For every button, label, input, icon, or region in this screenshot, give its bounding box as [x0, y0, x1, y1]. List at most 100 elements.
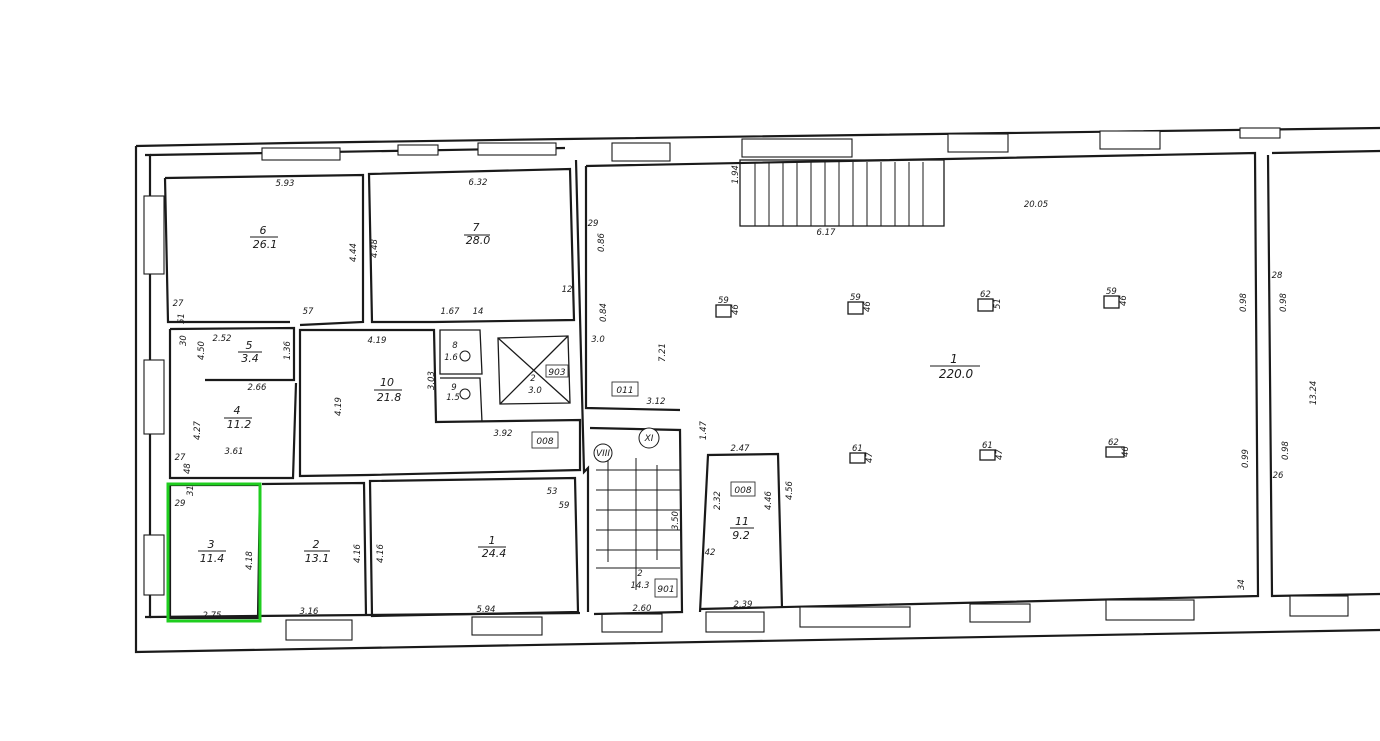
column-3: [977, 298, 994, 312]
room-hall-number: 1: [950, 352, 958, 366]
column-label-a: 61: [982, 441, 993, 451]
column-2: [847, 301, 864, 315]
room-2-dim-bottom: 3.16: [300, 607, 320, 617]
room-3-highlight[interactable]: [166, 482, 262, 623]
room-2-number: 2: [313, 538, 320, 551]
column-label-b: 46: [1119, 295, 1129, 306]
room-1[interactable]: 1 24.4 4.16 5.94: [376, 534, 506, 615]
dim-0-86: 0.86: [597, 232, 607, 252]
room-lift[interactable]: 2 3.0: [528, 374, 542, 396]
room-hall-area: 220.0: [939, 367, 974, 381]
windows: [143, 127, 1349, 641]
interior-walls: [163, 159, 784, 620]
tag-011: 011: [616, 386, 633, 396]
room-4-area: 11.2: [227, 418, 252, 431]
room-4-number: 4: [234, 404, 241, 417]
room-3-number: 3: [208, 538, 215, 551]
column-label-a: 59: [850, 293, 861, 303]
room-stair-dim-bottom: 2.60: [633, 604, 652, 614]
room-7-dim-side: 4.48: [370, 238, 380, 258]
room-2-dim-side: 4.16: [353, 543, 363, 563]
outer-walls: [134, 126, 1380, 654]
room-10[interactable]: 10 21.8 4.19 4.19 3.92: [334, 336, 512, 439]
room-4-dim-top: 2.66: [248, 383, 268, 393]
room-1-dim-bottom: 5.94: [477, 605, 496, 615]
dim-3-12: 3.12: [647, 397, 666, 407]
room-11-dim-side2: 4.46: [764, 490, 774, 510]
column-5: [849, 452, 866, 464]
dim-34: 34: [1237, 579, 1247, 590]
room-1-area: 24.4: [482, 547, 507, 560]
column-label-b: 46: [731, 304, 741, 315]
room-11-number: 11: [735, 515, 749, 528]
room-10-dim-bottom: 3.92: [494, 429, 513, 439]
room-5-dim-top: 2.52: [213, 334, 232, 344]
dim-29-b: 29: [588, 219, 599, 229]
columns: [715, 295, 1125, 464]
dim-48: 48: [183, 463, 193, 474]
room-5-dim-side: 1.36: [283, 340, 293, 360]
room-4[interactable]: 4 11.2 2.66 4.27 3.61: [193, 383, 267, 457]
dim-0-98-c: 0.98: [1281, 440, 1291, 460]
dimensions: 7.21 3.12 1.47 4.56 1.94 0.98 0.98 0.99 …: [173, 165, 1291, 590]
room-6-dim-side: 4.44: [349, 243, 359, 262]
stair-upper-treads: [754, 162, 924, 226]
room-hall[interactable]: 1 220.0 20.05 6.17 13.24: [817, 200, 1319, 405]
dim-1-94: 1.94: [731, 165, 741, 184]
dim-27-b: 27: [175, 453, 186, 463]
room-stair[interactable]: 2 14.3 2.60: [631, 569, 652, 614]
room-10-area: 21.8: [377, 391, 402, 404]
room-hall-dim-top: 20.05: [1024, 200, 1048, 210]
room-3-area: 11.4: [200, 552, 225, 565]
room-11-dim-top: 2.47: [731, 444, 751, 454]
room-2[interactable]: 2 13.1 4.16 3.16: [300, 538, 363, 617]
room-8-area: 1.6: [444, 353, 458, 363]
column-label-b: 47: [995, 449, 1005, 460]
room-5[interactable]: 5 3.4 2.52 1.36: [213, 334, 293, 365]
column-label-a: 62: [1108, 438, 1119, 448]
room-11-area: 9.2: [732, 529, 750, 542]
room-10-number: 10: [380, 376, 394, 389]
dim-0-98-a: 0.98: [1239, 292, 1249, 312]
dim-12: 12: [562, 285, 573, 295]
column-label-b: 46: [863, 301, 873, 312]
room-7-dim-top: 6.32: [469, 178, 488, 188]
room-11[interactable]: 11 9.2 2.32 4.46 2.47 2.39: [713, 444, 774, 610]
column-label-a: 62: [980, 290, 991, 300]
room-7-area: 28.0: [466, 234, 491, 247]
room-3[interactable]: 3 11.4 4.18 2.75: [198, 538, 255, 621]
room-6[interactable]: 6 26.1 5.93 4.44: [250, 179, 359, 262]
room-7[interactable]: 7 28.0 6.32 4.48: [370, 178, 490, 258]
room-3-dim-bottom: 2.75: [203, 611, 222, 621]
tags: 011 008 008 903 901 VIII XI: [536, 368, 751, 595]
room-8[interactable]: 8 1.6: [444, 341, 471, 363]
room-10-dim-side: 4.19: [334, 397, 344, 416]
room-7-number: 7: [473, 221, 480, 234]
dim-30: 30: [179, 335, 189, 346]
dim-0-99: 0.99: [1241, 449, 1251, 468]
room-lift-number: 2: [530, 374, 535, 384]
dim-57: 57: [303, 307, 314, 317]
dim-7-21: 7.21: [658, 343, 668, 362]
tag-boxes: [531, 364, 756, 598]
room-9[interactable]: 9 1.5: [446, 383, 471, 403]
dim-31: 31: [186, 485, 196, 496]
dim-4-56: 4.56: [785, 480, 795, 500]
room-hall-dim-side: 13.24: [1309, 381, 1319, 405]
room-11-dim-side: 2.32: [713, 491, 723, 510]
dim-51: 51: [177, 313, 187, 324]
dim-27-a: 27: [173, 299, 184, 309]
room-10-dim-top: 4.19: [368, 336, 387, 346]
column-1: [715, 304, 732, 318]
tag-008-b: 008: [734, 486, 751, 496]
room-stair-number: 2: [637, 569, 642, 579]
dim-0-98-b: 0.98: [1279, 292, 1289, 312]
column-7: [1105, 446, 1125, 458]
room-4-dim-bottom: 3.61: [225, 447, 244, 457]
stair-upper: [739, 159, 945, 227]
room-stair-area: 14.3: [631, 581, 650, 591]
dim-53: 53: [547, 487, 558, 497]
column-label-a: 59: [718, 296, 729, 306]
dim-59: 59: [559, 501, 570, 511]
